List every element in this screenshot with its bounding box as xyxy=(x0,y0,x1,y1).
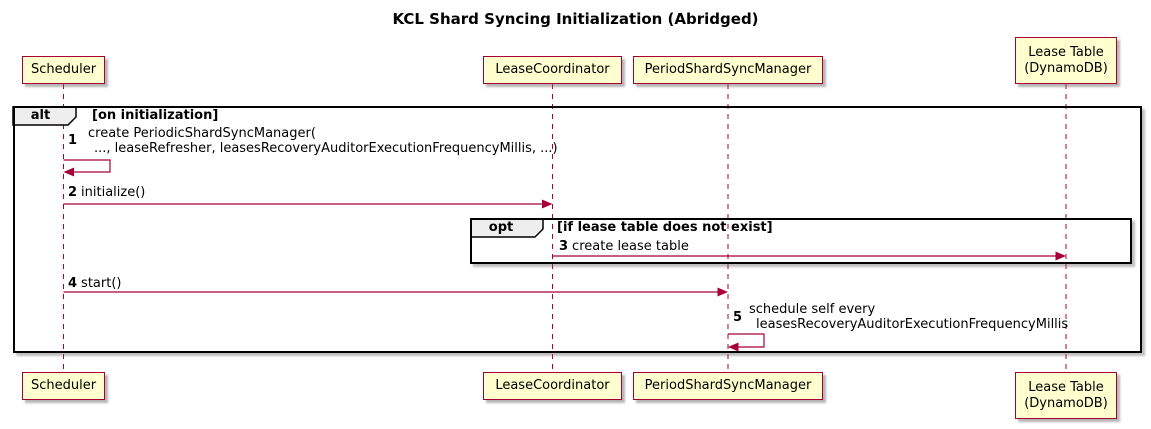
participant-period-shard-sync-manager-top: PeriodShardSyncManager xyxy=(633,56,823,84)
message-4-arrowhead xyxy=(717,287,728,297)
message-4-text: start() xyxy=(81,276,122,291)
message-4-number: 4 xyxy=(68,276,78,291)
message-5-self-arrow xyxy=(728,333,765,348)
participant-lease-table-bottom: Lease Table (DynamoDB) xyxy=(1015,372,1117,419)
message-3-text: create lease table xyxy=(572,239,689,254)
participant-lease-table-label-line1: Lease Table xyxy=(1028,379,1104,395)
message-5-text-line2: leasesRecoveryAuditorExecutionFrequencyM… xyxy=(756,317,1069,332)
message-5-text-line1: schedule self every xyxy=(749,302,876,317)
message-3-number: 3 xyxy=(559,239,569,254)
opt-keyword-label: opt xyxy=(488,220,514,235)
alt-keyword-label: alt xyxy=(30,108,51,123)
opt-frame xyxy=(470,218,1132,264)
alt-frame xyxy=(13,106,1142,353)
participant-lease-coordinator-label: LeaseCoordinator xyxy=(495,62,610,77)
participant-period-shard-sync-manager-label: PeriodShardSyncManager xyxy=(644,62,812,77)
message-1-text-line2: ..., leaseRefresher, leasesRecoveryAudit… xyxy=(94,141,558,156)
participant-lease-coordinator-bottom: LeaseCoordinator xyxy=(483,372,622,400)
message-2-arrowhead xyxy=(542,199,553,209)
participant-scheduler-bottom: Scheduler xyxy=(22,372,105,400)
opt-condition-label: [if lease table does not exist] xyxy=(557,220,773,235)
participant-lease-table-label-line1: Lease Table xyxy=(1028,44,1104,60)
message-2-number: 2 xyxy=(68,185,78,200)
alt-condition-label: [on initialization] xyxy=(92,108,219,123)
participant-scheduler-top: Scheduler xyxy=(22,56,105,84)
diagram-title: KCL Shard Syncing Initialization (Abridg… xyxy=(392,10,759,28)
message-5-arrowhead xyxy=(728,342,739,352)
message-1-self-arrow xyxy=(63,159,111,173)
message-1-arrowhead xyxy=(63,167,74,177)
participant-lease-coordinator-label: LeaseCoordinator xyxy=(495,378,610,393)
message-3-arrowhead xyxy=(1055,251,1066,261)
participant-lease-table-label-line2: (DynamoDB) xyxy=(1024,60,1108,76)
participant-period-shard-sync-manager-bottom: PeriodShardSyncManager xyxy=(633,372,823,400)
participant-lease-coordinator-top: LeaseCoordinator xyxy=(483,56,622,84)
message-5-number: 5 xyxy=(733,310,743,325)
message-1-text-line1: create PeriodicShardSyncManager( xyxy=(88,126,316,141)
participant-lease-table-label-line2: (DynamoDB) xyxy=(1024,395,1108,411)
participant-lease-table-top: Lease Table (DynamoDB) xyxy=(1015,37,1117,84)
message-2-text: initialize() xyxy=(81,185,146,200)
participant-scheduler-label: Scheduler xyxy=(30,378,97,393)
participant-scheduler-label: Scheduler xyxy=(30,62,97,77)
participant-period-shard-sync-manager-label: PeriodShardSyncManager xyxy=(644,378,812,393)
message-1-number: 1 xyxy=(68,133,78,148)
